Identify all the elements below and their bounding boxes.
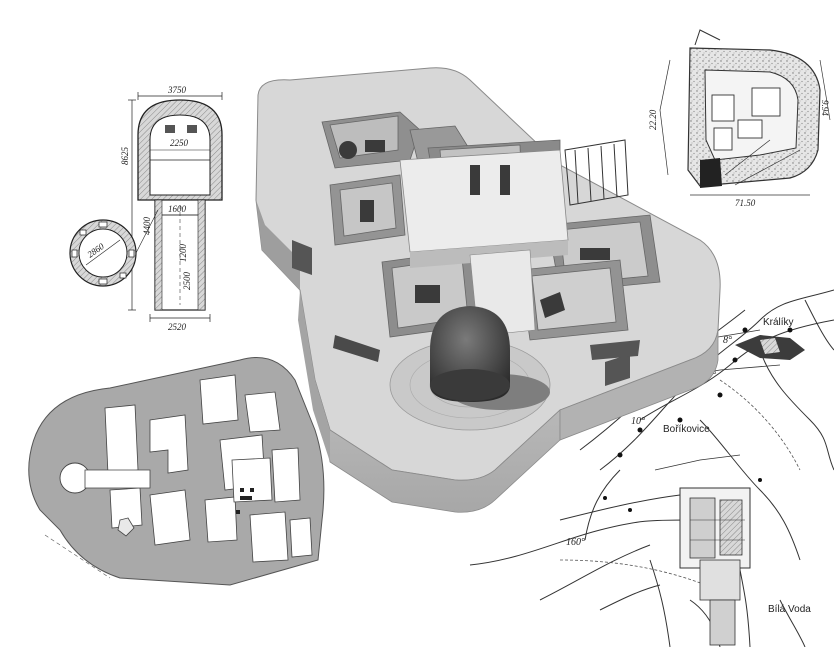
fortress-plan-on-map [679,487,751,646]
site-plan-dim-bottom: 71.50 [735,198,756,208]
floor-plan-drawing [28,357,325,586]
map-label-bila-voda: Bílá Voda [768,604,811,615]
section-dim-inner: 1200 [178,244,188,263]
site-plan-drawing: 71.50 9.94 22.20 [648,29,831,208]
section-dim-mid: 2250 [170,138,189,148]
map-angle-3: 8° [723,335,732,346]
site-plan-dim-right: 9.94 [820,100,830,116]
map-angle-4: 10° [631,416,645,427]
section-dim-top: 3750 [167,85,187,95]
isometric-bunker-model [255,67,721,513]
site-plan-dim-left: 22.20 [648,109,658,130]
map-label-kraliky: Králíky [763,317,794,328]
map-angle-5: 160° [566,537,585,548]
section-dim-lower: 2500 [182,272,192,291]
section-dim-shaft-inner: 4400 [142,217,152,236]
section-dim-height: 8625 [120,147,130,166]
map-label-borikovice: Boříkovice [663,424,710,435]
cross-section-drawing: 3750 2250 8625 1600 4400 1200 2500 2520 … [69,85,223,332]
section-dim-base: 2520 [168,322,187,332]
section-dim-shaft: 1600 [168,204,187,214]
